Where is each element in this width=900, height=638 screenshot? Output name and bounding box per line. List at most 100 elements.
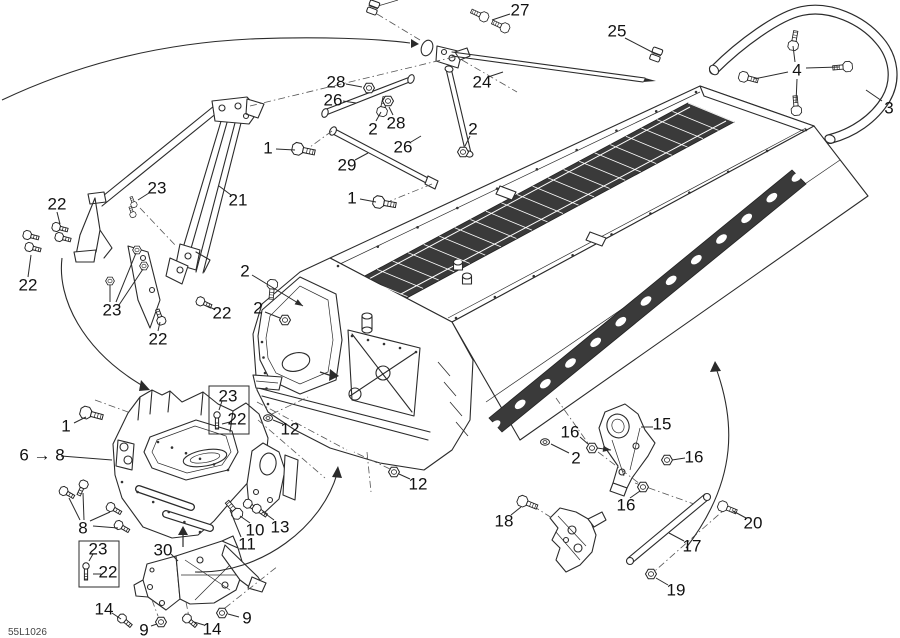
steering-linkage [377,0,471,69]
leader-line [464,135,471,147]
guide-arc [685,367,730,549]
fastener-nut-icon [661,454,673,466]
fastener-nut-icon [216,607,228,619]
tie-rod-24 [451,51,656,83]
part-callout-22: 22 [213,304,232,323]
leader-line [375,111,382,122]
fastener-screw-icon [104,500,124,518]
leader-line [115,252,137,303]
part-callout-24: 24 [473,73,492,92]
fastener-bolt-icon [515,493,540,513]
fastener-bolt-icon [78,404,105,424]
part-callout-23: 23 [219,387,238,406]
leader-line [795,78,798,104]
axis-line [389,183,433,202]
leader-line [865,89,883,102]
guide-arc-arrowhead [332,466,342,478]
leader-line [264,311,281,319]
part-callout-4: 4 [792,61,801,80]
part-callout-22: 22 [149,330,168,349]
leader-line [60,455,113,461]
diagram-code: 55L1026 [8,627,47,638]
fastener-nut-icon [363,82,375,94]
leader-line [111,612,122,620]
leader-line [671,457,686,461]
rear-grab-handle [708,4,898,144]
leader-line [221,421,231,425]
leader-line [655,577,669,586]
leader-line [118,268,144,306]
column-bracket [127,245,161,329]
callout-box-frame [78,540,120,588]
leader-line [491,13,511,21]
fastener-bolt-icon [371,194,398,212]
part-callout-22: 22 [19,276,38,295]
part-callout-26: 26 [324,91,343,110]
leader-line [805,66,840,69]
leader-line [229,509,242,538]
fastener-clamp-icon [365,0,381,16]
fastener-nut-icon [586,442,598,454]
leader-line [82,492,85,521]
part-callout-3: 3 [884,99,893,118]
leader-line [550,443,570,454]
part-callout-2: 2 [368,120,377,139]
fastener-screw-icon [180,611,200,631]
axis-line [224,565,279,609]
leader-line [359,198,377,203]
leader-line [150,623,158,627]
axis-line [597,451,641,485]
part-callout-18: 18 [495,512,514,531]
leader-line [239,515,251,524]
fastener-nut-icon [279,314,291,326]
part-callout-28: 28 [387,114,406,133]
fastener-screw-icon [127,195,139,209]
part-callout-19: 19 [667,581,686,600]
fastener-nut-icon [132,245,142,255]
generated-guide-arcs [1,37,730,573]
engine-mount-bracket-30 [133,535,267,611]
fastener-nut-icon [637,481,649,493]
bulkhead-post [361,312,373,334]
fastener-nut-icon [388,466,400,478]
part-callout-21: 21 [229,191,248,210]
axis-line [249,55,459,107]
front-bulkhead [252,257,474,471]
axis-line [271,396,309,415]
part-callout-16: 16 [561,423,580,442]
fastener-screw-icon [126,205,138,219]
pan-side-plate-11 [246,442,299,515]
rear-suspension-bracket-15 [598,403,656,497]
fastener-screw-icon [57,484,77,502]
fastener-bolt-icon [715,499,739,517]
leader-line [206,305,215,310]
axis-line [376,13,421,41]
leader-line [88,553,94,562]
fastener-screw-icon [23,241,43,255]
part-callout-2: 2 [468,120,477,139]
callout-box-frame [208,385,250,435]
leader-line [579,436,589,445]
leader-line [262,511,275,521]
leader-line [73,416,87,424]
stabilizer-rod-17 [625,492,712,566]
leader-line [89,511,111,522]
part-callout-1: 1 [61,417,70,436]
part-callout-30: 30 [154,541,173,560]
brace-rod-29 [329,126,439,190]
leader-line [342,100,357,104]
leader-line [753,71,789,80]
leader-line [170,553,179,562]
leader-line [92,525,119,529]
fastener-nut-icon [155,616,167,628]
leader-line [792,45,796,63]
guide-arc [60,257,144,387]
axis-line [366,451,372,493]
leader-line [251,274,304,307]
part-callout-2: 2 [571,449,580,468]
chaincase-bracket [549,507,607,573]
guide-arc-arrowhead [411,39,419,48]
part-callout-15: 15 [653,415,672,434]
